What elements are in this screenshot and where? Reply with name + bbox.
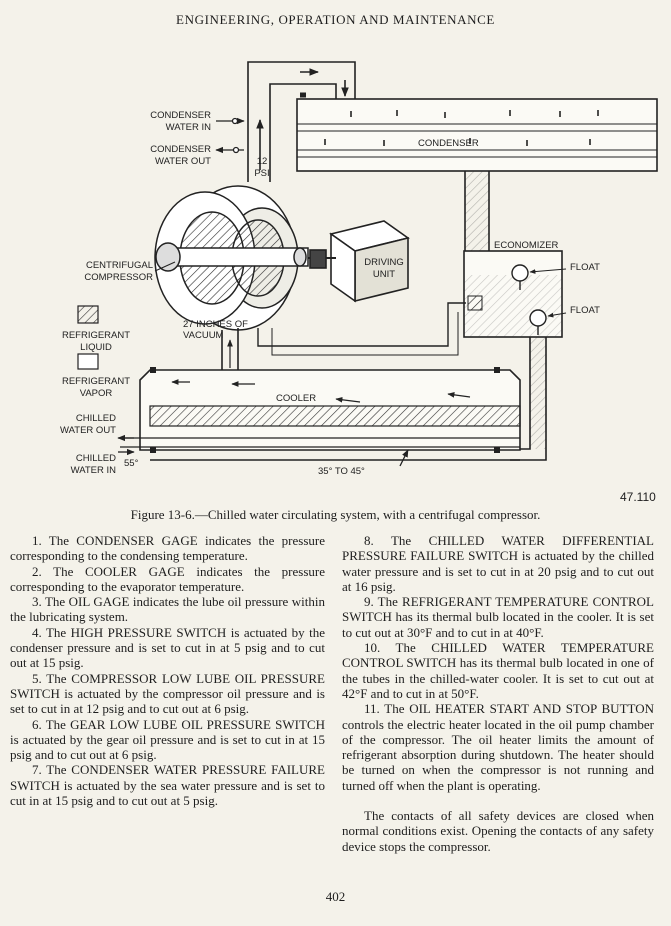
label-chilled-water-in-2: WATER IN [71, 465, 117, 476]
label-driving-unit-1: DRIVING [364, 257, 404, 268]
label-condenser-water-out-2: WATER OUT [155, 156, 211, 167]
paragraph: 6. The GEAR LOW LUBE OIL PRESSURE SWITCH… [10, 716, 325, 763]
condenser-shell [296, 98, 658, 172]
paragraph: 9. The REFRIGERANT TEMPERATURE CONTROL S… [342, 594, 654, 640]
suction-pipe [221, 328, 239, 375]
paragraph: 8. The CHILLED WATER DIFFERENTIAL PRESSU… [342, 533, 654, 594]
label-float-lower: FLOAT [570, 305, 600, 316]
condenser-water-lines [215, 117, 245, 154]
label-condenser: CONDENSER [418, 138, 479, 149]
economizer-gas-line [257, 302, 466, 356]
figure-number: 47.110 [620, 490, 656, 504]
label-condenser-water-in-1: CONDENSER [150, 110, 211, 121]
centrifugal-compressor [154, 185, 309, 331]
label-chilled-water-out-2: WATER OUT [60, 425, 116, 436]
paragraph: 10. The CHILLED WATER TEMPERATURE CONTRO… [342, 640, 654, 701]
paragraph: 5. The COMPRESSOR LOW LUBE OIL PRESSURE … [10, 670, 325, 717]
figure-caption: Figure 13-6.—Chilled water circulating s… [130, 507, 541, 522]
chilled-water-system-diagram: CONDENSER WATER IN CONDENSER WATER OUT 1… [60, 61, 658, 477]
label-centrifugal-compressor-2: COMPRESSOR [84, 272, 153, 283]
label-refrigerant-vapor-2: VAPOR [80, 388, 113, 399]
label-temp-range: 35° TO 45° [318, 466, 365, 477]
label-float-upper: FLOAT [570, 262, 600, 273]
diagram-labels: CONDENSER WATER IN CONDENSER WATER OUT 1… [60, 110, 600, 477]
label-centrifugal-compressor-1: CENTRIFUGAL [86, 260, 153, 271]
label-economizer: ECONOMIZER [494, 240, 559, 251]
paragraph: 11. The OIL HEATER START AND STOP BUTTON… [342, 701, 654, 793]
label-chilled-water-in-1: CHILLED [76, 453, 116, 464]
label-condenser-water-in-2: WATER IN [166, 122, 212, 133]
cooler [117, 367, 521, 467]
left-column: 1. The CONDENSER GAGE indicates the pres… [10, 533, 325, 808]
label-cooler: COOLER [276, 393, 316, 404]
label-temp-55: 55° [124, 458, 139, 469]
right-column: 8. The CHILLED WATER DIFFERENTIAL PRESSU… [342, 533, 654, 854]
paragraph: 2. The COOLER GAGE indicates the pressur… [10, 563, 325, 594]
page-number: 402 [325, 889, 346, 904]
label-refrigerant-liquid-1: REFRIGERANT [62, 330, 130, 341]
running-header: ENGINEERING, OPERATION AND MAINTENANCE [176, 12, 495, 27]
label-psi-1: 12 [257, 156, 268, 167]
liquid-line [464, 171, 490, 251]
label-driving-unit-2: UNIT [373, 269, 395, 280]
paragraph: 3. The OIL GAGE indicates the lube oil p… [10, 594, 325, 625]
driving-unit [290, 220, 410, 303]
label-vacuum-2: VACUUM [183, 330, 224, 341]
economizer [463, 250, 567, 338]
discharge-pipe [247, 61, 356, 182]
paragraph: 4. The HIGH PRESSURE SWITCH is actuated … [10, 624, 325, 671]
paragraph: 1. The CONDENSER GAGE indicates the pres… [10, 533, 325, 564]
legend [77, 305, 99, 370]
label-condenser-water-out-1: CONDENSER [150, 144, 211, 155]
label-psi-2: PSI [254, 168, 269, 179]
label-vacuum-1: 27 INCHES OF [183, 319, 248, 330]
closing-paragraph: The contacts of all safety devices are c… [342, 808, 654, 854]
label-chilled-water-out-1: CHILLED [76, 413, 116, 424]
label-refrigerant-liquid-2: LIQUID [80, 342, 112, 353]
label-refrigerant-vapor-1: REFRIGERANT [62, 376, 130, 387]
paragraph: 7. The CONDENSER WATER PRESSURE FAILURE … [10, 762, 325, 809]
